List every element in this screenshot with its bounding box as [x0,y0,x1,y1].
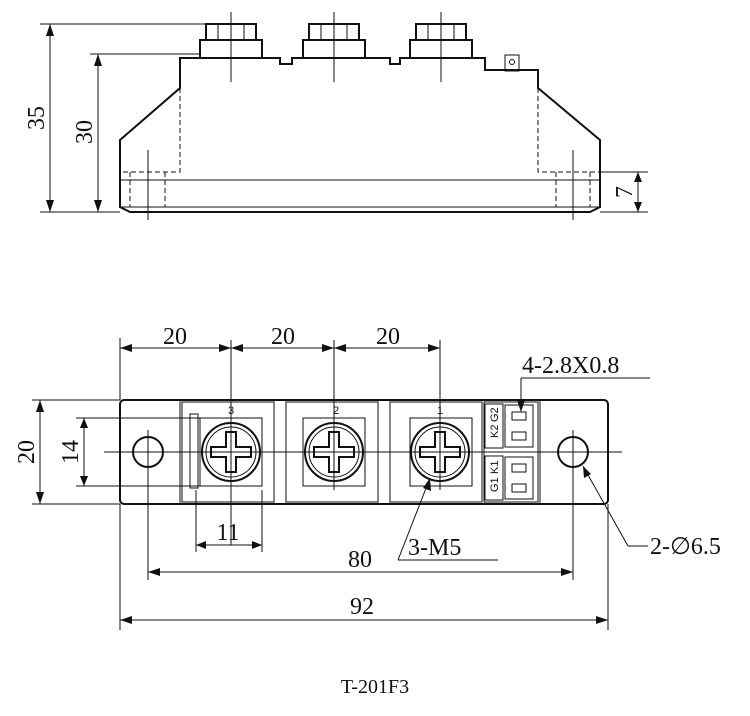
pin-label-k1: K1 [489,461,501,474]
dim-spacing-1: 20 [163,324,187,350]
dim-length: 92 [350,594,374,620]
side-body-outline [119,57,601,213]
dim-mount-spacing: 80 [348,547,372,573]
label-screws: 3-M5 [408,535,461,561]
side-screw-3 [409,12,473,82]
screw-terminal-3 [199,340,263,545]
control-pins: K2 G2 G1 K1 [484,403,534,501]
screw-terminal-1 [409,340,473,490]
dim-spacing-2: 20 [271,324,295,350]
pin-label-k2: K2 [489,425,501,438]
top-view: 3 2 1 K2 [14,324,721,630]
dim-width: 20 [14,440,40,464]
side-view: 35 30 7 [24,12,648,220]
drawing-caption: T-201F3 [340,676,410,698]
label-holes: 2-∅6.5 [650,534,721,560]
dim-7: 7 [612,186,638,198]
dim-spacing-3: 20 [376,324,400,350]
pin-label-g2: G2 [489,407,501,422]
screw-terminal-2 [302,340,366,490]
side-screw-2 [302,12,366,82]
pin-label-g1: G1 [489,477,501,492]
label-tabs: 4-2.8X0.8 [522,353,619,379]
dim-30: 30 [72,120,98,144]
dim-terminal-width: 11 [216,520,239,546]
dim-35: 35 [24,106,50,130]
side-screw-1 [199,12,263,82]
terminal-number-2: 2 [333,405,339,417]
dim-inner-width: 14 [58,440,84,464]
